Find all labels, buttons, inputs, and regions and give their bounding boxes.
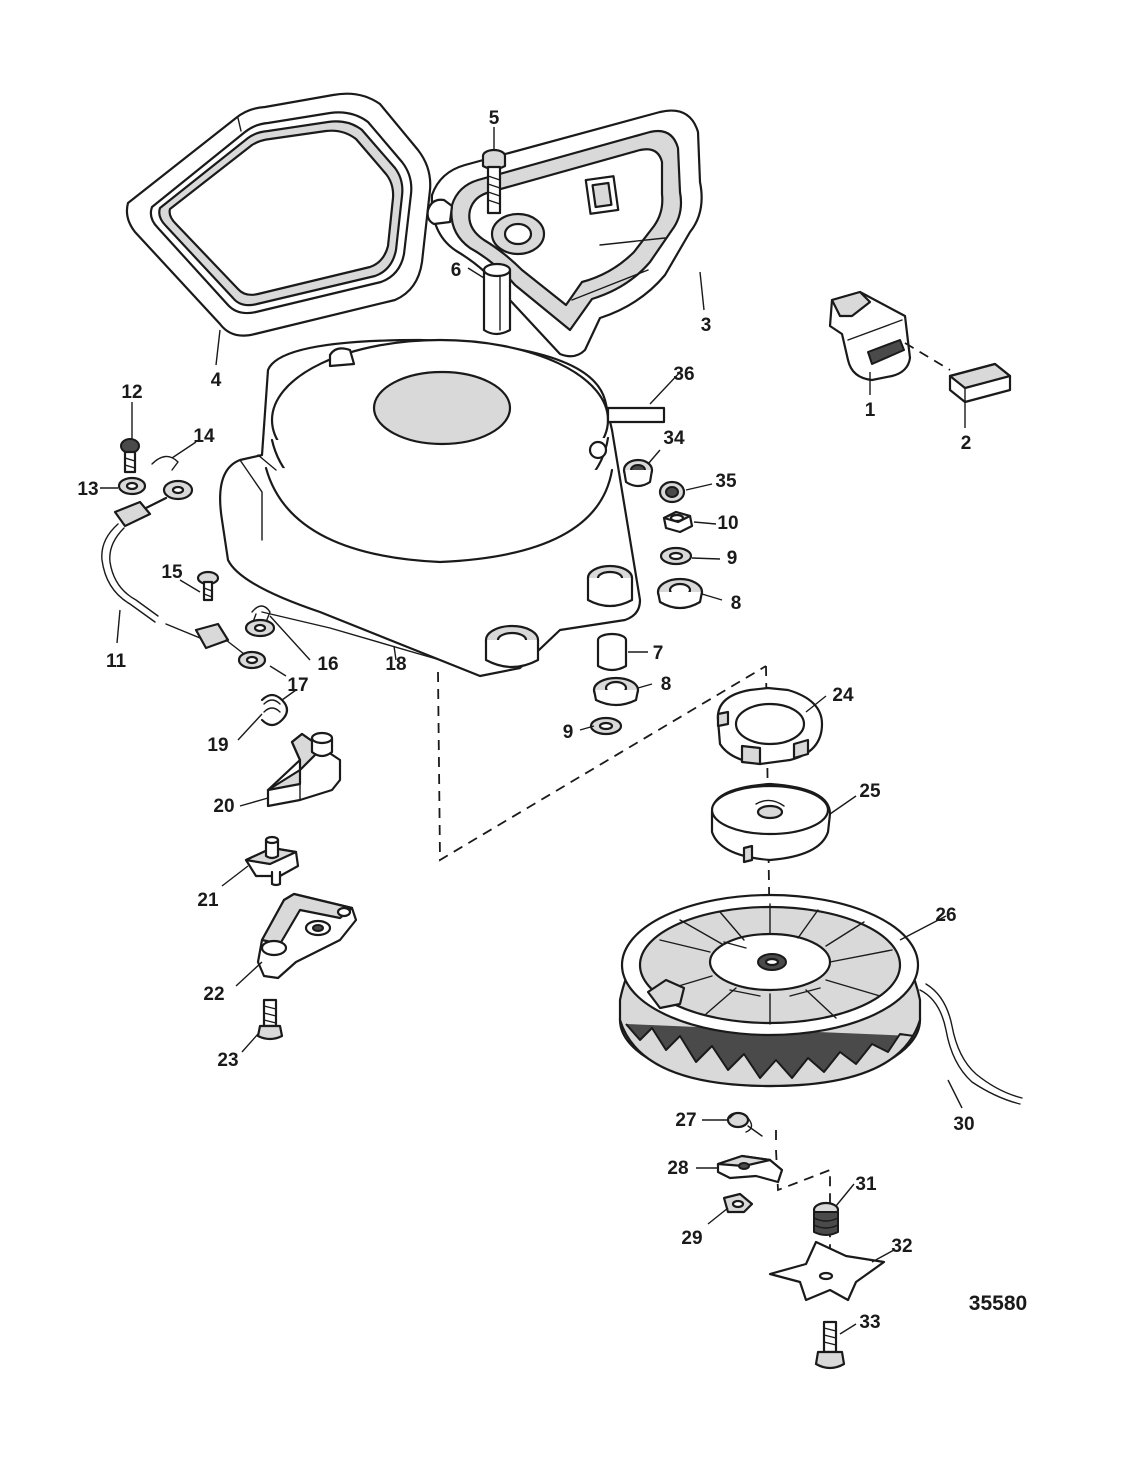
callout-15: 15: [161, 562, 183, 583]
part-31-spring: [812, 1201, 840, 1236]
callout-12: 12: [121, 382, 142, 403]
part-25-spring-cup: [710, 782, 832, 864]
part-8-bushing-upper: [656, 577, 704, 610]
part-11-cable: [101, 479, 267, 670]
callout-22: 22: [203, 984, 224, 1005]
callout-labels: 5 6 3 4 1 2 36 12 14 13 34 35 10 9 8 15 …: [77, 108, 1027, 1333]
callout-16: 16: [317, 654, 338, 675]
callout-24: 24: [832, 685, 854, 706]
callout-13: 13: [77, 479, 98, 500]
callout-18: 18: [385, 654, 406, 675]
part-17-washer: [244, 618, 276, 638]
callout-19: 19: [207, 735, 228, 756]
part-6-spacer: [482, 262, 512, 336]
callout-5: 5: [489, 108, 500, 129]
part-32-drive-plate: [768, 1240, 886, 1302]
callout-25: 25: [859, 781, 881, 802]
part-20-lever: [266, 731, 342, 808]
callout-9-upper: 9: [727, 548, 738, 569]
callout-21: 21: [197, 890, 219, 911]
callout-8-lower: 8: [661, 674, 672, 695]
callout-34: 34: [663, 428, 685, 449]
callout-36: 36: [673, 364, 694, 385]
part-23-screw: [256, 998, 284, 1041]
part-36-key: [606, 406, 666, 424]
part-15-screw: [196, 570, 220, 602]
assembly-line-lower: [775, 1130, 831, 1260]
callout-29: 29: [681, 1228, 702, 1249]
callout-1: 1: [865, 400, 876, 421]
callout-23: 23: [217, 1050, 238, 1071]
handle-alignment-line: [904, 342, 951, 371]
callout-32: 32: [891, 1236, 912, 1257]
part-22-bracket: [256, 892, 358, 980]
callout-28: 28: [667, 1158, 688, 1179]
callout-27: 27: [675, 1110, 696, 1131]
callout-14: 14: [193, 426, 215, 447]
part-1-handle: [828, 290, 912, 382]
part-5-bolt: [481, 148, 507, 215]
callout-8-upper: 8: [731, 593, 742, 614]
part-9-washer-upper: [659, 546, 693, 566]
callout-4: 4: [211, 370, 222, 391]
callout-10: 10: [717, 513, 738, 534]
callout-3: 3: [701, 315, 712, 336]
part-28-pawl: [716, 1154, 784, 1184]
part-13-washer: [117, 476, 147, 496]
callout-17: 17: [287, 675, 308, 696]
callout-31: 31: [855, 1174, 877, 1195]
part-3-housing-cover: [426, 109, 703, 358]
part-19-spring: [260, 689, 297, 727]
part-10-nut: [662, 510, 694, 534]
part-29-eclip: [722, 1192, 754, 1214]
part-27-spring: [726, 1111, 763, 1137]
callout-33: 33: [859, 1312, 880, 1333]
callout-6: 6: [451, 260, 462, 281]
part-18-starter-housing: [219, 338, 642, 678]
part-35-washer: [658, 480, 686, 504]
part-30-rope: [919, 983, 1023, 1105]
callout-26: 26: [935, 905, 956, 926]
callout-2: 2: [961, 433, 972, 454]
callout-9-lower: 9: [563, 722, 574, 743]
part-26-pulley: [618, 893, 922, 1088]
part-8-bushing-lower: [592, 676, 640, 707]
part-14-clip: [151, 455, 179, 471]
part-9-washer-lower: [589, 716, 623, 736]
callout-35: 35: [715, 471, 737, 492]
figure-number: 35580: [969, 1292, 1027, 1315]
callout-11: 11: [106, 651, 127, 672]
callout-20: 20: [213, 796, 234, 817]
part-21-pawl: [244, 835, 300, 887]
part-34-bushing: [622, 458, 654, 488]
leader-lines: [100, 127, 966, 1335]
callout-30: 30: [953, 1114, 974, 1135]
part-24-retainer: [716, 686, 824, 766]
part-7-spacer: [596, 632, 628, 672]
callout-7: 7: [653, 643, 664, 664]
part-33-bolt: [814, 1320, 846, 1370]
part-4-frame: [125, 92, 432, 337]
part-12-screw: [120, 438, 140, 474]
part-2-insert: [948, 362, 1012, 404]
assembly-line-housing: [437, 665, 767, 862]
